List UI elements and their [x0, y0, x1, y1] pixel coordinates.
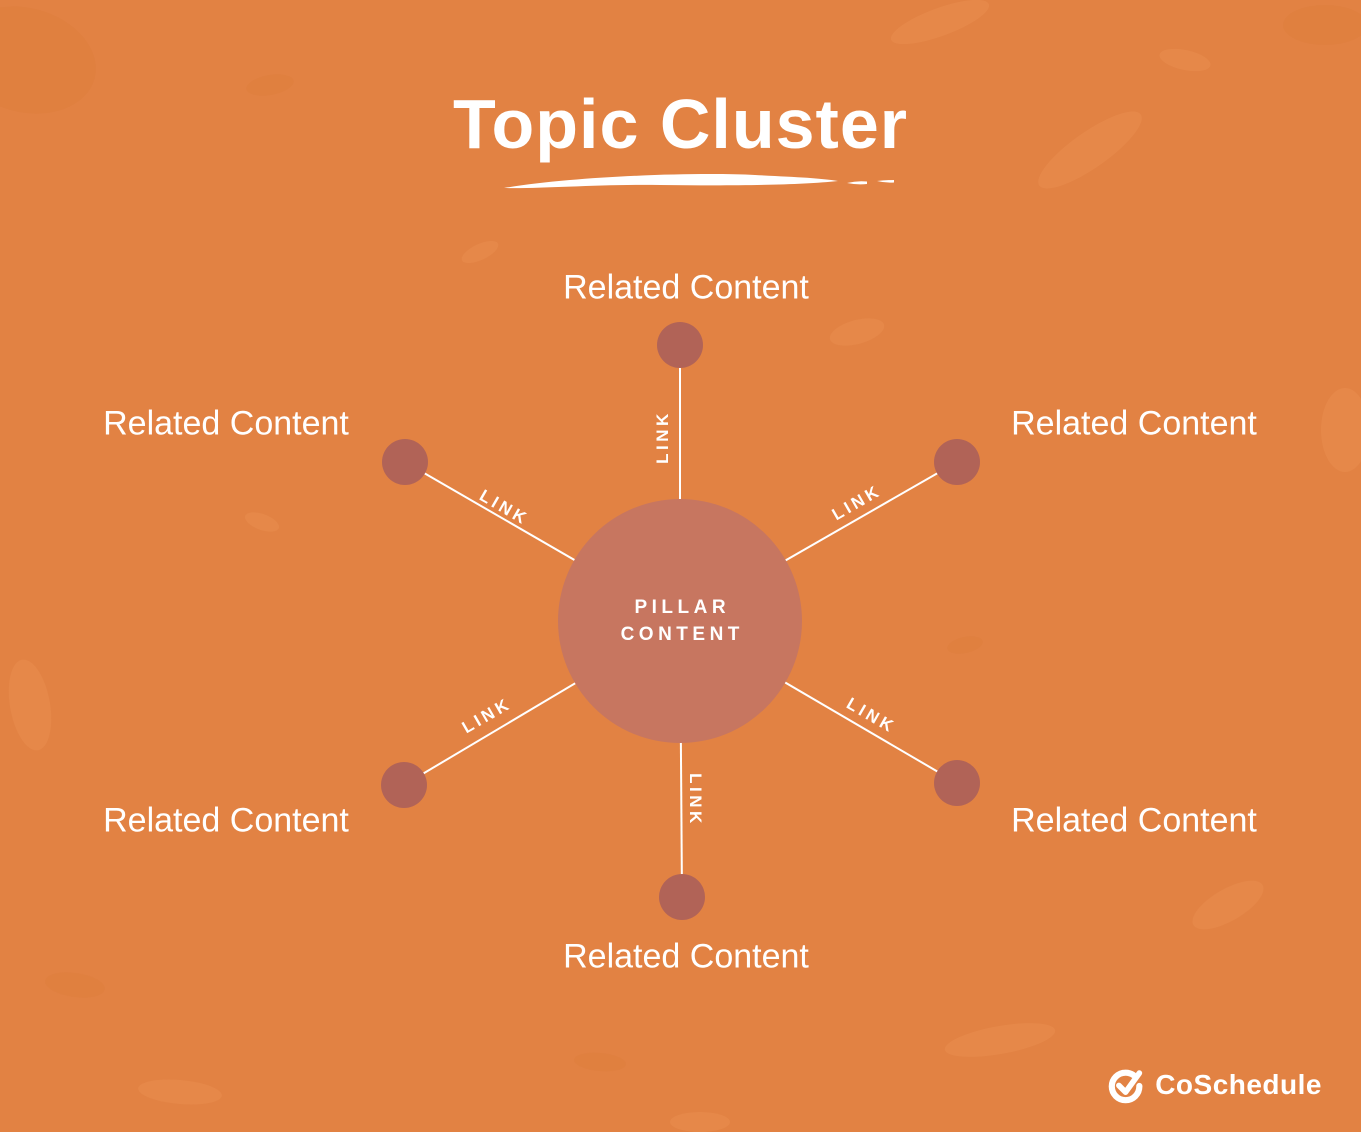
- pillar-content-node: PILLAR CONTENT: [558, 499, 802, 743]
- related-content-node-lower-right: [934, 760, 980, 806]
- page-title: Topic Cluster: [452, 85, 909, 163]
- related-content-node-lower-left: [381, 762, 427, 808]
- related-content-label-upper-left: Related Content: [103, 404, 349, 443]
- related-content-node-bottom: [659, 874, 705, 920]
- coschedule-logo: CoSchedule: [1108, 1066, 1322, 1104]
- pillar-label-line1: PILLAR: [634, 597, 731, 618]
- related-content-label-top: Related Content: [563, 268, 809, 307]
- brand-name: CoSchedule: [1155, 1069, 1322, 1100]
- link-label-top: LINK: [653, 410, 672, 464]
- pillar-label-line2: CONTENT: [620, 624, 744, 645]
- related-content-node-top: [657, 322, 703, 368]
- pillar-content-label: PILLAR CONTENT: [616, 594, 744, 648]
- title-underline-brush: [504, 174, 894, 189]
- related-content-node-upper-right: [934, 439, 980, 485]
- related-content-label-lower-left: Related Content: [103, 801, 349, 840]
- related-content-label-upper-right: Related Content: [1011, 404, 1257, 443]
- link-label-bottom: LINK: [686, 773, 705, 827]
- related-content-node-upper-left: [382, 439, 428, 485]
- check-circle-icon: [1108, 1069, 1143, 1104]
- related-content-label-bottom: Related Content: [563, 937, 809, 976]
- related-content-label-lower-right: Related Content: [1011, 801, 1257, 840]
